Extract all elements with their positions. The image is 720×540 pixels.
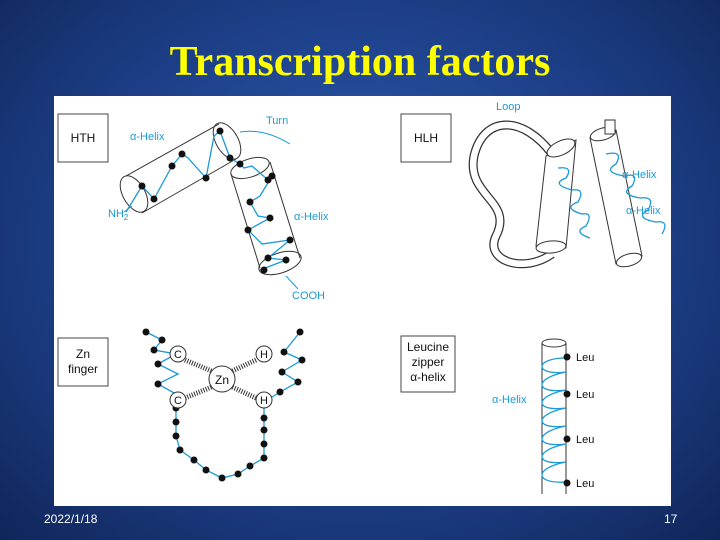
leucine-alpha-helix-label: α-Helix (492, 394, 527, 406)
hlh-alpha-helix-label-2: α-Helix (626, 205, 661, 217)
zn-ion-label: Zn (215, 373, 229, 387)
zn-his-1 (255, 345, 273, 363)
zn-cys-2 (169, 391, 187, 409)
leucine-zipper-label-box (400, 335, 456, 393)
zn-finger-label-line2: finger (68, 362, 98, 376)
hth-motif: HTH α-Helix α-Helix Turn (57, 113, 329, 302)
hlh-helix-cylinder-front (535, 138, 577, 254)
hth-residue-chain (125, 129, 293, 271)
hth-alpha-helix-label-2: α-Helix (294, 211, 329, 223)
leu-label-4: Leu (576, 478, 594, 490)
leu-label-3: Leu (576, 434, 594, 446)
leucine-residue-dots (563, 353, 571, 487)
svg-text:Leucine: Leucine (407, 340, 449, 354)
svg-text:C: C (174, 395, 182, 407)
hlh-helix-cylinder-back (589, 119, 643, 268)
hlh-loop-label: Loop (496, 101, 520, 113)
hth-label-box (57, 113, 109, 163)
zn-finger-motif: Zn finger Zn C C H H (57, 328, 306, 482)
hth-turn-label: Turn (266, 115, 288, 127)
hth-alpha-helix-label-1: α-Helix (130, 131, 165, 143)
zn-finger-label-line1: Zn (76, 347, 90, 361)
zn-ion (208, 365, 236, 393)
leu-label-2: Leu (576, 389, 594, 401)
svg-text:C: C (174, 349, 182, 361)
slide-page-number: 17 (664, 512, 678, 526)
zn-finger-chain (145, 331, 304, 479)
hlh-alpha-helix-label-1: α-Helix (622, 169, 657, 181)
hth-cooh-label: COOH (292, 290, 325, 302)
zn-cys-1 (169, 345, 187, 363)
hlh-label: HLH (414, 131, 438, 145)
hth-helix-cylinder-2 (230, 156, 302, 276)
hlh-label-box (400, 113, 452, 163)
zn-finger-residue-dots (142, 328, 306, 482)
hth-turn-bracket (239, 130, 291, 145)
slide-date: 2022/1/18 (44, 512, 98, 526)
slide-title: Transcription factors (169, 39, 551, 85)
leucine-zipper-motif: Leucine zipper α-helix Leu Leu Leu Leu α… (400, 335, 594, 494)
hlh-helix-coil-back (605, 152, 666, 235)
hth-residue-dots (138, 127, 294, 274)
hlh-helix-coil-front (557, 167, 591, 239)
leu-label-1: Leu (576, 352, 594, 364)
zn-his-2 (255, 391, 273, 409)
hlh-motif: HLH Loop α-Helix α-Helix (400, 101, 666, 269)
svg-text:H: H (260, 395, 268, 407)
diagram-panel: HTH α-Helix α-Helix Turn (54, 96, 671, 506)
zn-finger-label-box (57, 337, 109, 387)
hth-helix-cylinder-1 (119, 122, 242, 214)
hth-nh2-label: NH2 (108, 208, 129, 222)
svg-text:H: H (260, 349, 268, 361)
leucine-zipper-coil (541, 357, 567, 483)
svg-text:α-helix: α-helix (410, 370, 446, 384)
hth-label: HTH (71, 131, 96, 145)
svg-text:zipper: zipper (412, 355, 445, 369)
transcription-factor-diagrams: HTH α-Helix α-Helix Turn (57, 101, 666, 494)
zn-coordination-bonds (184, 357, 258, 401)
